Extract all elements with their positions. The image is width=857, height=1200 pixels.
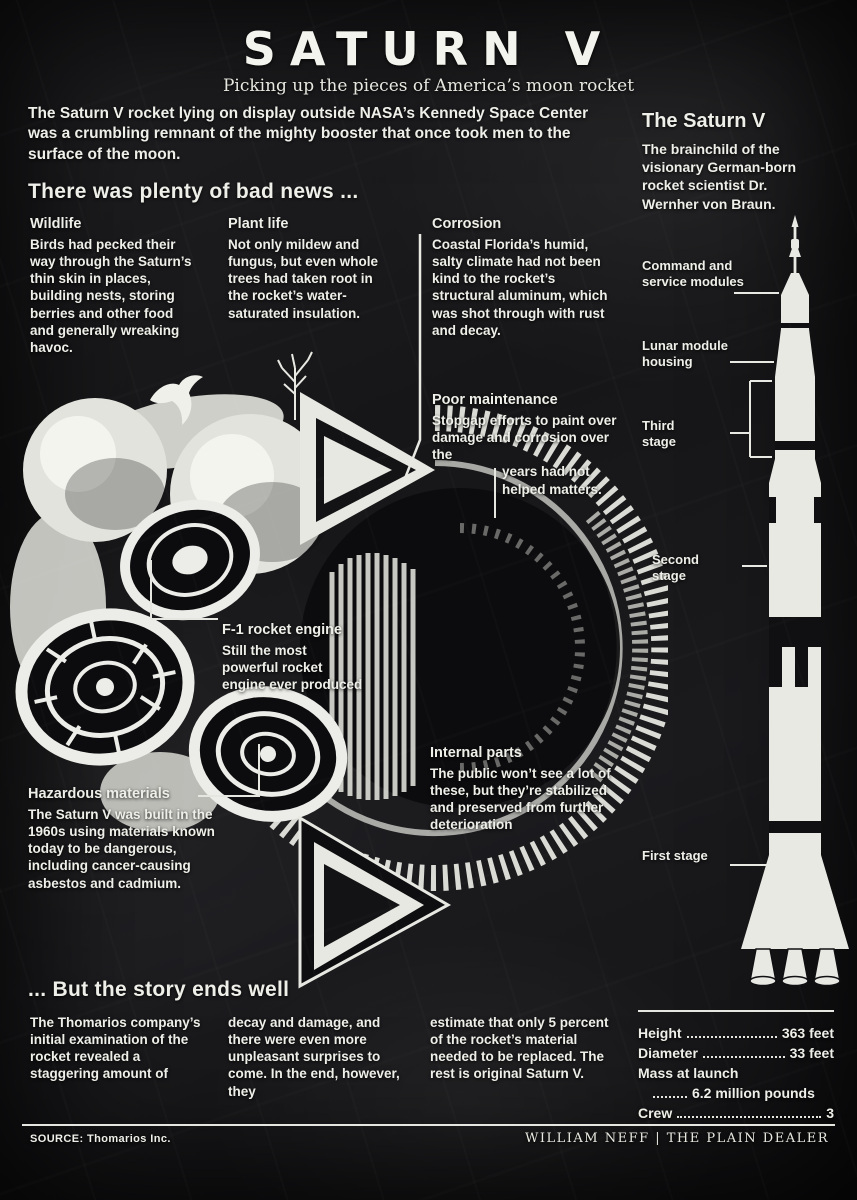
footer-source: SOURCE: Thomarios Inc.: [30, 1133, 171, 1145]
stat-value: 3: [826, 1105, 834, 1121]
stat-label: Height: [638, 1025, 682, 1041]
stat-diameter: Diameter 33 feet: [638, 1045, 834, 1061]
page-title: SATURN V: [242, 22, 615, 76]
stage-interior: [300, 488, 620, 808]
news-item-corrosion: Corrosion Coastal Florida’s humid, salty…: [432, 216, 614, 339]
news-item-internal-parts: Internal parts The public won’t see a lo…: [430, 745, 612, 834]
stat-mass-label: Mass at launch: [638, 1065, 834, 1081]
news-item-title: Hazardous materials: [28, 786, 170, 802]
stat-label: Diameter: [638, 1045, 698, 1061]
rocket-stats: Height 363 feet Diameter 33 feet Mass at…: [638, 1010, 834, 1125]
rocket-label-command-service-modules: Command and service modules: [642, 258, 744, 289]
intro-text: The Saturn V rocket lying on display out…: [28, 105, 589, 163]
news-item-body-continued: years had not helped matters.: [502, 464, 602, 497]
rocket-markings: [769, 323, 821, 833]
news-item-title: Internal parts: [430, 745, 522, 761]
news-item-body: The public won’t see a lot of these, but…: [430, 766, 611, 833]
news-item-title: Plant life: [228, 216, 289, 232]
stat-height: Height 363 feet: [638, 1025, 834, 1041]
tank-spheres: [23, 398, 330, 574]
stage-interior-ribs: [459, 510, 649, 786]
f1-leader-line: [150, 618, 218, 620]
page-subtitle: Picking up the pieces of America’s moon …: [222, 76, 635, 96]
news-item-body: Birds had pecked their way through the S…: [30, 237, 192, 355]
sidebar-heading: The Saturn V: [642, 110, 766, 132]
rocket-label-lunar-module-housing: Lunar module housing: [642, 338, 728, 369]
corrugated-structure: [329, 553, 416, 800]
news-item-title: Wildlife: [30, 216, 82, 232]
saturn-v-diagram: [730, 215, 849, 987]
stat-label: Mass at launch: [638, 1065, 739, 1081]
ending-col-3: estimate that only 5 percent of the rock…: [430, 1015, 609, 1082]
hazardous-leader-line: [258, 744, 260, 797]
dot-leader: [677, 1116, 822, 1118]
news-item-title: Corrosion: [432, 216, 502, 232]
wreckage-photo-illustration: [10, 375, 668, 989]
hazardous-leader-line: [198, 795, 260, 797]
news-item-body: Coastal Florida’s humid, salty climate h…: [432, 237, 608, 338]
stat-mass-value: 6.2 million pounds: [638, 1085, 834, 1101]
rocket-label-second-stage: Second stage: [652, 552, 699, 583]
news-item-body: Still the most powerful rocket engine ev…: [222, 643, 363, 693]
stat-value: 33 feet: [789, 1045, 834, 1061]
tree-sprig-icon: [277, 351, 313, 420]
corrosion-leader-line: [400, 234, 422, 487]
dot-leader: [653, 1096, 687, 1098]
stat-value: 6.2 million pounds: [692, 1085, 815, 1101]
dot-leader: [702, 1056, 785, 1058]
poor-maintenance-leader-line: [494, 468, 496, 518]
news-item-body: The Saturn V was built in the 1960s usin…: [28, 807, 215, 891]
news-item-wildlife: Wildlife Birds had pecked their way thro…: [30, 216, 198, 356]
stat-crew: Crew 3: [638, 1105, 834, 1121]
stat-value: 363 feet: [781, 1025, 834, 1041]
bad-news-heading: There was plenty of bad news ...: [28, 180, 359, 203]
dot-leader: [686, 1036, 777, 1038]
ending-heading: ... But the story ends well: [28, 978, 290, 1001]
news-item-hazardous-materials: Hazardous materials The Saturn V was bui…: [28, 786, 220, 892]
rocket-label-third-stage: Third stage: [642, 418, 676, 449]
ending-col-1: The Thomarios company’s initial examinat…: [30, 1015, 201, 1082]
footer-rule: [22, 1124, 835, 1126]
news-item-body: Stopgap efforts to paint over damage and…: [432, 413, 617, 463]
news-item-f1-engine: F-1 rocket engine Still the most powerfu…: [222, 622, 364, 693]
news-item-plant-life: Plant life Not only mildew and fungus, b…: [228, 216, 390, 322]
news-item-body: Not only mildew and fungus, but even who…: [228, 237, 379, 321]
news-item-title: F-1 rocket engine: [222, 622, 343, 638]
f1-leader-line: [150, 560, 152, 620]
news-item-poor-maintenance: Poor maintenance Stopgap efforts to pain…: [432, 392, 628, 498]
rocket-engines: [749, 948, 841, 987]
stat-label: Crew: [638, 1105, 673, 1121]
rocket-leader-lines: [730, 292, 779, 866]
footer-credit: WILLIAM NEFF | THE PLAIN DEALER: [524, 1131, 829, 1146]
ending-col-2: decay and damage, and there were even mo…: [228, 1015, 400, 1099]
fins: [298, 392, 452, 989]
sidebar-body: The brainchild of the visionary German-b…: [642, 141, 797, 212]
news-item-title: Poor maintenance: [432, 392, 558, 408]
engine-nozzles: [15, 499, 348, 822]
rocket-label-first-stage: First stage: [642, 848, 708, 863]
bird-icon: [150, 375, 203, 425]
